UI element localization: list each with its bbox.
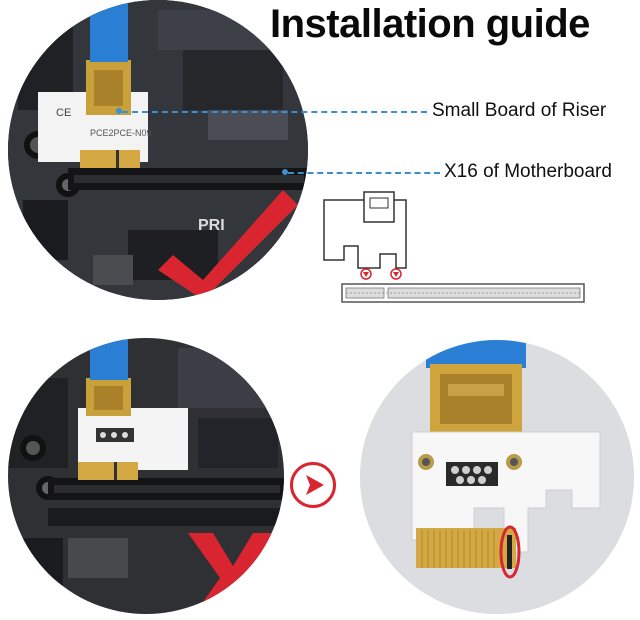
page-title: Installation guide bbox=[270, 2, 590, 46]
callout-line-slot bbox=[288, 172, 440, 174]
next-arrow-icon bbox=[290, 462, 336, 508]
callout-line-riser bbox=[122, 111, 427, 113]
board-model-text: PCE2PCE-N09 bbox=[90, 128, 152, 138]
checkmark-icon bbox=[158, 190, 298, 300]
callout-dot-riser bbox=[116, 108, 122, 114]
callout-label-slot: X16 of Motherboard bbox=[444, 161, 612, 182]
callout-label-riser: Small Board of Riser bbox=[432, 100, 607, 121]
ce-mark: CE bbox=[56, 107, 71, 119]
board-brand-text: PRI bbox=[198, 217, 225, 234]
incorrect-install-photo bbox=[8, 338, 284, 614]
riser-zoom-photo bbox=[360, 340, 634, 614]
correct-install-photo: CE PCE2PCE-N09 PRI bbox=[8, 0, 308, 300]
install-diagram bbox=[323, 191, 585, 303]
notch-highlight-circle bbox=[499, 525, 521, 579]
callout-dot-slot bbox=[282, 169, 288, 175]
